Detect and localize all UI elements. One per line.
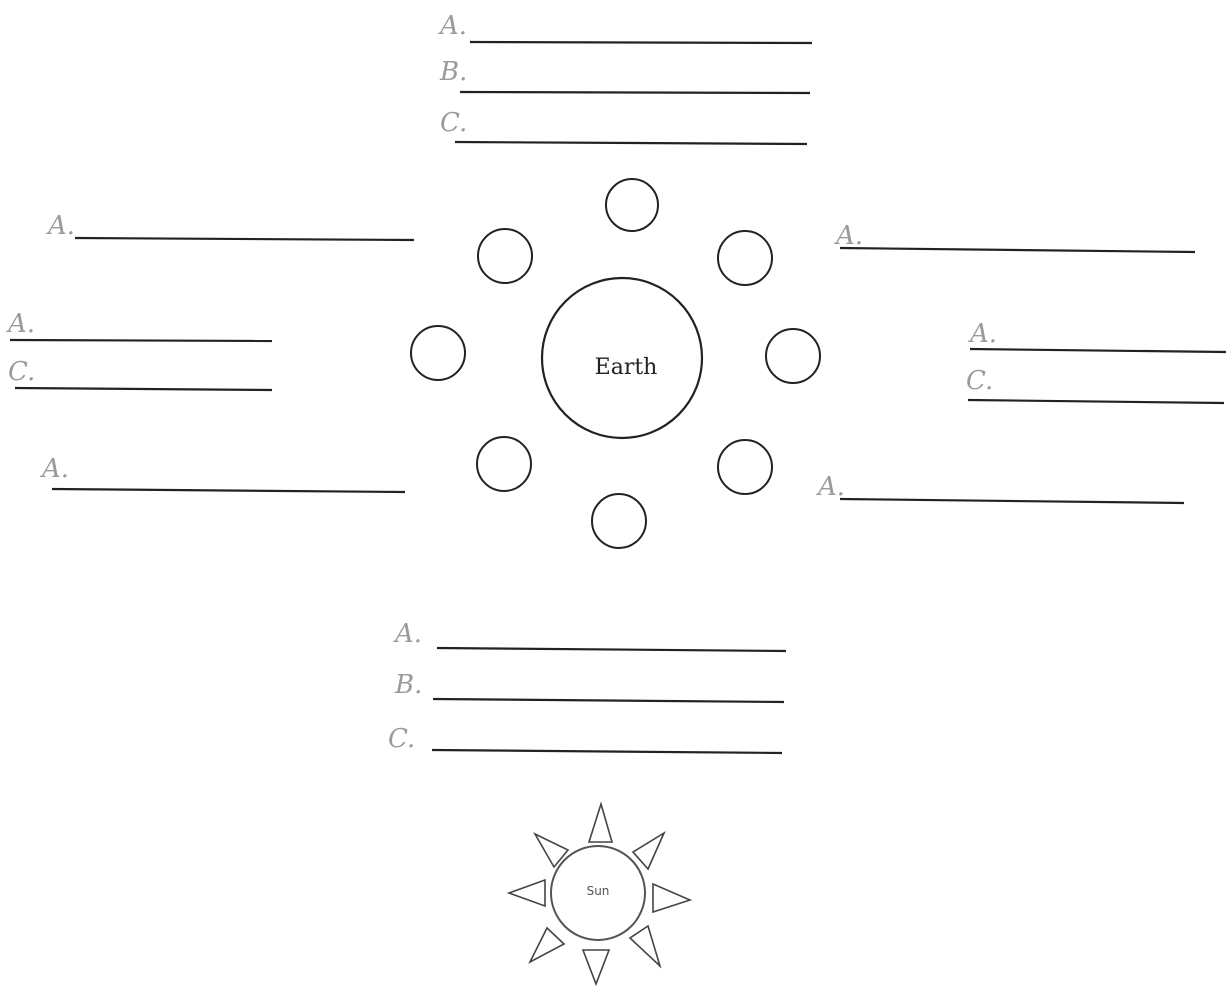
- earth-label: Earth: [595, 355, 658, 380]
- answer-line[interactable]: [15, 388, 272, 390]
- earth: Earth: [542, 278, 702, 438]
- answer-line[interactable]: [10, 340, 272, 341]
- answer-letter: A.: [40, 454, 69, 484]
- answer-letter: B.: [394, 670, 422, 700]
- answer-line[interactable]: [470, 42, 812, 43]
- answer-letter: A.: [6, 309, 35, 339]
- answer-line[interactable]: [432, 750, 782, 753]
- answer-block-lower-left: A.: [40, 454, 405, 492]
- answer-letter: A.: [816, 472, 845, 502]
- answer-line[interactable]: [75, 238, 414, 240]
- moon-position-upper-left[interactable]: [478, 229, 532, 283]
- answer-letter: A.: [968, 319, 997, 349]
- sun-ray: [589, 804, 612, 842]
- answer-letter: C.: [8, 357, 35, 387]
- answer-block-upper-left: A.: [46, 211, 414, 241]
- answer-line[interactable]: [455, 142, 807, 144]
- answer-line[interactable]: [437, 648, 786, 651]
- answer-block-bottom: A. B. C.: [388, 619, 786, 754]
- answer-letter: C.: [388, 724, 415, 754]
- sun-ray: [653, 884, 690, 912]
- answer-line[interactable]: [968, 400, 1224, 403]
- answer-letter: A.: [438, 11, 467, 41]
- moon-position-top[interactable]: [606, 179, 658, 231]
- answer-line[interactable]: [970, 349, 1226, 352]
- moon-position-bottom[interactable]: [592, 494, 646, 548]
- answer-block-upper-right: A.: [834, 221, 1195, 252]
- answer-letter: A.: [393, 619, 422, 649]
- answer-letter: A.: [834, 221, 863, 251]
- moon-position-right[interactable]: [766, 329, 820, 383]
- answer-letter: C.: [966, 366, 993, 396]
- answer-block-lower-right: A.: [816, 472, 1184, 503]
- answer-line[interactable]: [433, 699, 784, 702]
- answer-line[interactable]: [840, 499, 1184, 503]
- moon-position-left[interactable]: [411, 326, 465, 380]
- answer-line[interactable]: [460, 92, 810, 93]
- answer-block-left: A. C.: [6, 309, 272, 390]
- answer-letter: B.: [439, 57, 467, 87]
- sun-label: Sun: [587, 884, 610, 898]
- answer-letter: A.: [46, 211, 75, 241]
- sun-ray: [509, 880, 545, 906]
- sun-ray: [530, 928, 564, 962]
- answer-line[interactable]: [52, 489, 405, 492]
- answer-block-right: A. C.: [966, 319, 1226, 403]
- moon-position-upper-right[interactable]: [718, 231, 772, 285]
- moon-position-lower-right[interactable]: [718, 440, 772, 494]
- sun: Sun: [509, 804, 690, 984]
- answer-letter: C.: [440, 108, 467, 138]
- answer-block-top: A. B. C.: [438, 11, 812, 144]
- sun-ray: [633, 833, 664, 869]
- moon-position-lower-left[interactable]: [477, 437, 531, 491]
- sun-ray: [630, 926, 660, 966]
- answer-line[interactable]: [840, 248, 1195, 252]
- sun-ray: [583, 950, 609, 984]
